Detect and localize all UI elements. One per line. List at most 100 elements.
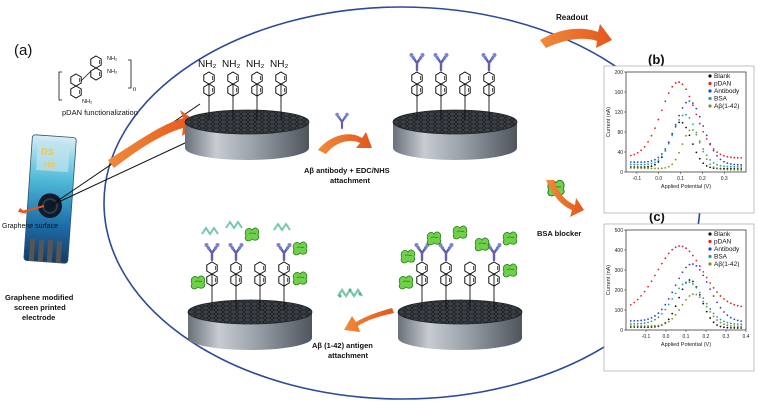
chart-c-point-pdan bbox=[636, 298, 639, 301]
chart-c-point-bsa bbox=[650, 320, 653, 323]
pdan-amine-mid: NH₂ bbox=[107, 69, 117, 75]
chart-c-point-a142 bbox=[719, 321, 722, 324]
chart-b-point-pdan bbox=[633, 153, 636, 156]
chart-c-point-antibody bbox=[692, 263, 694, 265]
chart-c-point-bsa bbox=[733, 322, 736, 325]
chart-b-point-antibody bbox=[643, 161, 646, 163]
chart-b-point-pdan bbox=[643, 145, 646, 148]
chart-c-point-antibody bbox=[685, 266, 687, 269]
chart-b-legend-marker bbox=[708, 104, 712, 108]
chart-c-legend-marker bbox=[708, 232, 712, 236]
chart-c-point-pdan bbox=[685, 247, 687, 250]
chart-c-point-blank bbox=[678, 296, 680, 299]
chart-c-point-pdan bbox=[650, 280, 653, 283]
chart-c-point-a142 bbox=[657, 324, 660, 327]
chart-b-legend-marker bbox=[708, 74, 712, 78]
chart-b-point-bsa bbox=[698, 140, 701, 143]
chart-c-point-antibody bbox=[698, 268, 701, 271]
chart-c-xlabel: Applied Potential (V) bbox=[661, 342, 711, 348]
chart-b-plot-area bbox=[625, 71, 747, 173]
chart-c-point-antibody bbox=[716, 301, 718, 304]
chart-b-point-a142 bbox=[695, 133, 698, 136]
chart-c-point-blank bbox=[716, 324, 718, 326]
chart-c-xtick-label: 0.3 bbox=[723, 334, 730, 340]
chart-c-point-a142 bbox=[660, 323, 663, 326]
chart-b-point-antibody bbox=[660, 153, 663, 155]
chart-c-point-pdan bbox=[740, 305, 743, 308]
chart-c-point-bsa bbox=[702, 297, 705, 300]
chart-c-point-bsa bbox=[678, 287, 680, 290]
chart-c-point-bsa bbox=[705, 302, 708, 305]
chart-c-point-a142 bbox=[681, 303, 684, 306]
chart-b-point-bsa bbox=[740, 166, 743, 168]
chart-c-point-bsa bbox=[654, 318, 656, 321]
chart-c-point-bsa bbox=[712, 312, 715, 315]
chart-c-point-bsa bbox=[688, 281, 691, 284]
chart-b-point-blank bbox=[709, 166, 712, 169]
chart-b-point-pdan bbox=[647, 141, 649, 143]
chart-c-point-a142 bbox=[688, 295, 691, 297]
chart-b-point-antibody bbox=[712, 149, 715, 152]
chart-b-point-bsa bbox=[660, 155, 663, 158]
chart-b-point-a142 bbox=[698, 141, 701, 144]
chart-c-point-pdan bbox=[667, 252, 670, 255]
chart-c-point-a142 bbox=[726, 324, 729, 327]
chart-b-point-a142 bbox=[688, 129, 691, 132]
chart-b-point-a142 bbox=[719, 168, 722, 171]
chart-b-point-a142 bbox=[740, 169, 743, 171]
chart-c-point-blank bbox=[705, 310, 708, 313]
chart-c-point-blank bbox=[671, 312, 674, 315]
chart-c-point-antibody bbox=[726, 314, 729, 317]
chart-b-point-antibody bbox=[654, 158, 656, 161]
chart-c-point-antibody bbox=[688, 263, 691, 266]
strip-text-ds: DS bbox=[41, 146, 54, 157]
chart-c-point-antibody bbox=[729, 316, 732, 319]
chart-c-point-pdan bbox=[719, 295, 722, 297]
chart-c-xtick-label: 0.0 bbox=[663, 334, 670, 340]
chart-c-point-blank bbox=[709, 317, 712, 319]
chart-b-point-blank bbox=[678, 121, 680, 124]
chart-c-point-a142 bbox=[705, 305, 708, 308]
chart-c-point-antibody bbox=[647, 318, 649, 321]
chart-c-point-blank bbox=[702, 302, 705, 305]
chart-c-point-pdan bbox=[660, 262, 663, 265]
chart-c-point-bsa bbox=[647, 321, 649, 324]
chart-c-ytick-label: 100 bbox=[615, 308, 624, 314]
amine-label-3: NH₂ bbox=[246, 59, 264, 70]
chart-c-point-bsa bbox=[719, 318, 722, 321]
chart-c-point-pdan bbox=[709, 282, 712, 284]
zoom-line-bottom bbox=[49, 135, 201, 207]
chart-b-legend-marker bbox=[708, 96, 712, 101]
chart-b-point-antibody bbox=[650, 160, 653, 162]
chart-c-point-a142 bbox=[674, 313, 677, 316]
chart-b-point-pdan bbox=[688, 95, 691, 98]
chart-b-point-pdan bbox=[702, 130, 705, 133]
chart-b-point-antibody bbox=[729, 163, 732, 165]
chart-c-point-a142 bbox=[633, 325, 636, 327]
chart-c-point-pdan bbox=[671, 248, 674, 251]
chart-b-frame bbox=[603, 65, 755, 214]
chart-c-point-bsa bbox=[736, 323, 739, 326]
chart-c-ytick-label: 500 bbox=[615, 228, 624, 234]
chart-c-point-blank bbox=[674, 305, 677, 308]
chart-c-point-pdan bbox=[705, 276, 708, 279]
chart-c-point-bsa bbox=[723, 320, 725, 323]
chart-b-point-blank bbox=[647, 165, 649, 168]
chart-b-point-a142 bbox=[726, 168, 729, 171]
chart-c-point-a142 bbox=[692, 293, 694, 296]
chart-b-point-pdan bbox=[657, 118, 660, 121]
chart-b-point-bsa bbox=[736, 166, 739, 168]
chart-b-point-a142 bbox=[650, 167, 653, 170]
chart-c-point-pdan bbox=[657, 268, 660, 271]
chart-b-ytick-label: 200 bbox=[615, 70, 624, 76]
chart-b-xtick-label: -0.1 bbox=[633, 176, 642, 182]
chart-c-point-pdan bbox=[647, 285, 649, 288]
chart-b-point-antibody bbox=[733, 163, 736, 166]
chart-c-ytick-label: 400 bbox=[615, 248, 624, 254]
chart-b-point-a142 bbox=[640, 167, 643, 170]
chart-b-point-pdan bbox=[692, 104, 694, 107]
chart-c-point-pdan bbox=[664, 257, 667, 260]
chart-c-point-blank bbox=[723, 326, 725, 329]
chart-b-point-bsa bbox=[629, 163, 632, 166]
